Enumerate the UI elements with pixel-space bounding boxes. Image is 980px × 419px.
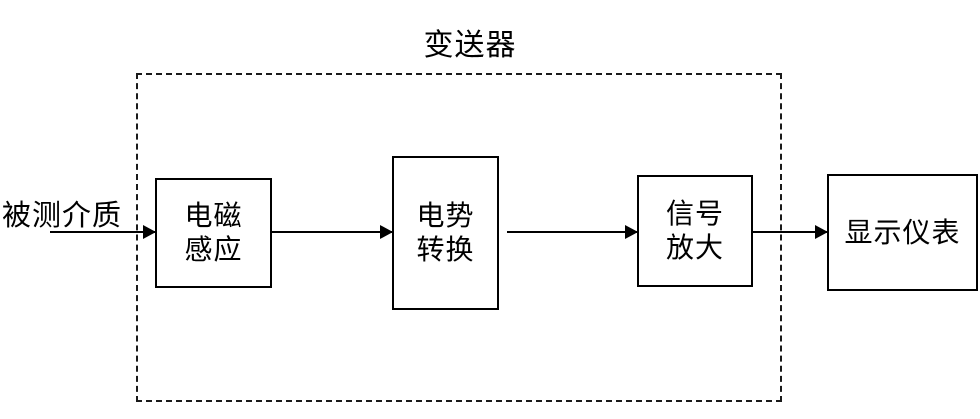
page-title: 变送器	[423, 28, 517, 63]
block-signal-amplification[interactable]: 信号 放大	[637, 175, 753, 287]
block-electromagnetic-induction[interactable]: 电磁 感应	[155, 178, 272, 288]
arrow-sensor-to-convert	[272, 225, 393, 239]
transmitter-boundary-group	[136, 73, 782, 402]
block-potential-conversion[interactable]: 电势 转换	[392, 156, 499, 310]
block-potential-conversion-label: 电势 转换	[416, 199, 475, 266]
block-signal-amplification-label: 信号 放大	[665, 197, 724, 264]
block-display-instrument-label: 显示仪表	[844, 215, 961, 249]
block-electromagnetic-induction-label: 电磁 感应	[184, 199, 243, 266]
input-medium-label: 被测介质	[2, 198, 123, 232]
arrow-medium-to-sensor	[50, 225, 156, 239]
arrow-convert-to-amplify	[507, 225, 638, 239]
arrow-amplify-to-display	[753, 225, 828, 239]
block-display-instrument[interactable]: 显示仪表	[827, 174, 978, 291]
